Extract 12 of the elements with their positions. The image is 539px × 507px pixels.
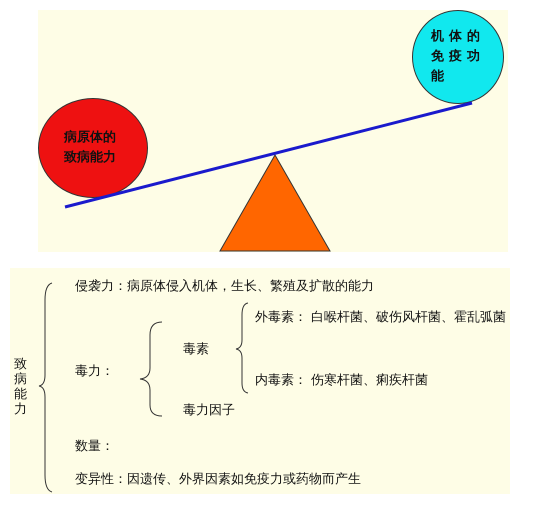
circle-label: 机体的免疫功能 [431,28,485,86]
item-label: 内毒素： 伤寒杆菌、痢疾杆菌 [255,373,428,389]
item-label: 毒力： [75,364,114,380]
item-label: 毒素 [183,342,209,358]
item-label: 变异性：因遗传、外界因素如免疫力或药物而产生 [75,472,361,488]
item-label: 数量： [75,439,114,455]
item-label: 毒力因子 [183,403,235,419]
fulcrum-triangle [219,154,331,252]
category-label: 致病能力 [14,357,28,417]
item-label: 外毒素： 白喉杆菌、破伤风杆菌、霍乱弧菌 [255,310,506,326]
circle-label: 病原体的致病能力 [64,128,117,167]
item-label: 侵袭力：病原体侵入机体，生长、繁殖及扩散的能力 [75,279,374,295]
